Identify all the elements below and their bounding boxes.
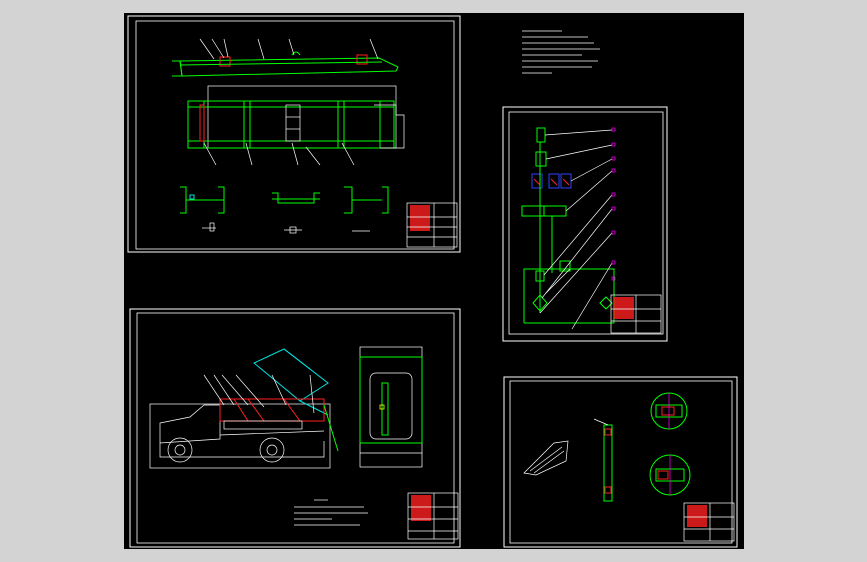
truck-outline xyxy=(149,403,331,469)
raised-container xyxy=(253,348,329,416)
technical-notes xyxy=(294,499,368,526)
title-block xyxy=(683,502,735,542)
plan-view-frame xyxy=(187,85,405,149)
hook-arm-view xyxy=(523,440,569,476)
title-block xyxy=(610,294,662,334)
rear-view xyxy=(359,346,423,468)
section-profile-2 xyxy=(272,192,320,234)
notes-block xyxy=(522,30,600,74)
leader-tags xyxy=(611,127,616,281)
title-block xyxy=(407,492,459,540)
leader-lines-truck xyxy=(203,374,315,414)
cad-drawing-viewport[interactable] xyxy=(124,13,744,549)
vehicle-general-arrangement-sheet[interactable] xyxy=(129,308,461,548)
pivot-detail-lower xyxy=(649,454,691,496)
section-profile-3 xyxy=(344,186,389,232)
leader-lines-plan xyxy=(203,142,355,166)
pivot-detail-upper xyxy=(650,392,688,430)
section-profile-1 xyxy=(180,186,225,232)
hook-arm-detail-sheet[interactable] xyxy=(503,376,738,548)
hydraulic-leaders xyxy=(539,129,613,330)
hydraulic-schematic-sheet[interactable] xyxy=(502,106,668,342)
title-block xyxy=(406,202,458,248)
leader-lines-top xyxy=(199,38,379,60)
hydraulic-circuit xyxy=(521,127,615,324)
frame-assembly-sheet[interactable] xyxy=(127,15,461,253)
lift-cylinder-view xyxy=(593,418,613,502)
container-body xyxy=(219,398,339,452)
cad-drawing xyxy=(127,15,738,548)
side-view-beam xyxy=(172,51,399,77)
